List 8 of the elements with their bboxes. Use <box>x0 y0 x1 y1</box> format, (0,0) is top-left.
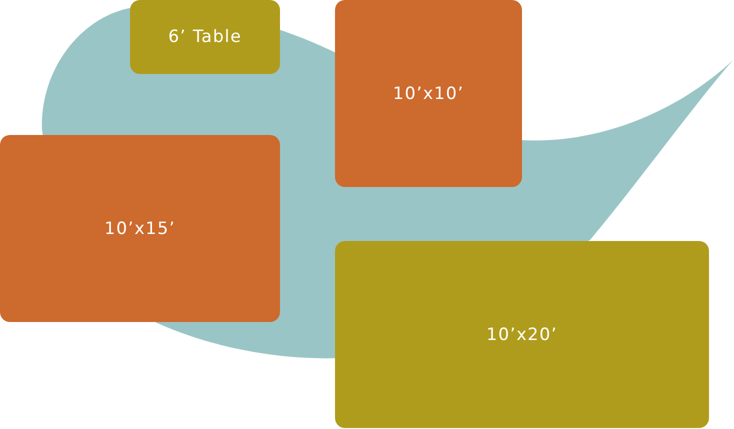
booth-box <box>335 0 522 187</box>
booth-box <box>0 135 280 322</box>
size-label: 10’x15’ <box>104 218 176 238</box>
booth-box <box>335 241 709 428</box>
size-label: 6’ Table <box>168 27 242 47</box>
booth-box <box>130 0 280 74</box>
size-label: 10’x10’ <box>392 84 464 104</box>
size-label: 10’x20’ <box>486 324 558 344</box>
